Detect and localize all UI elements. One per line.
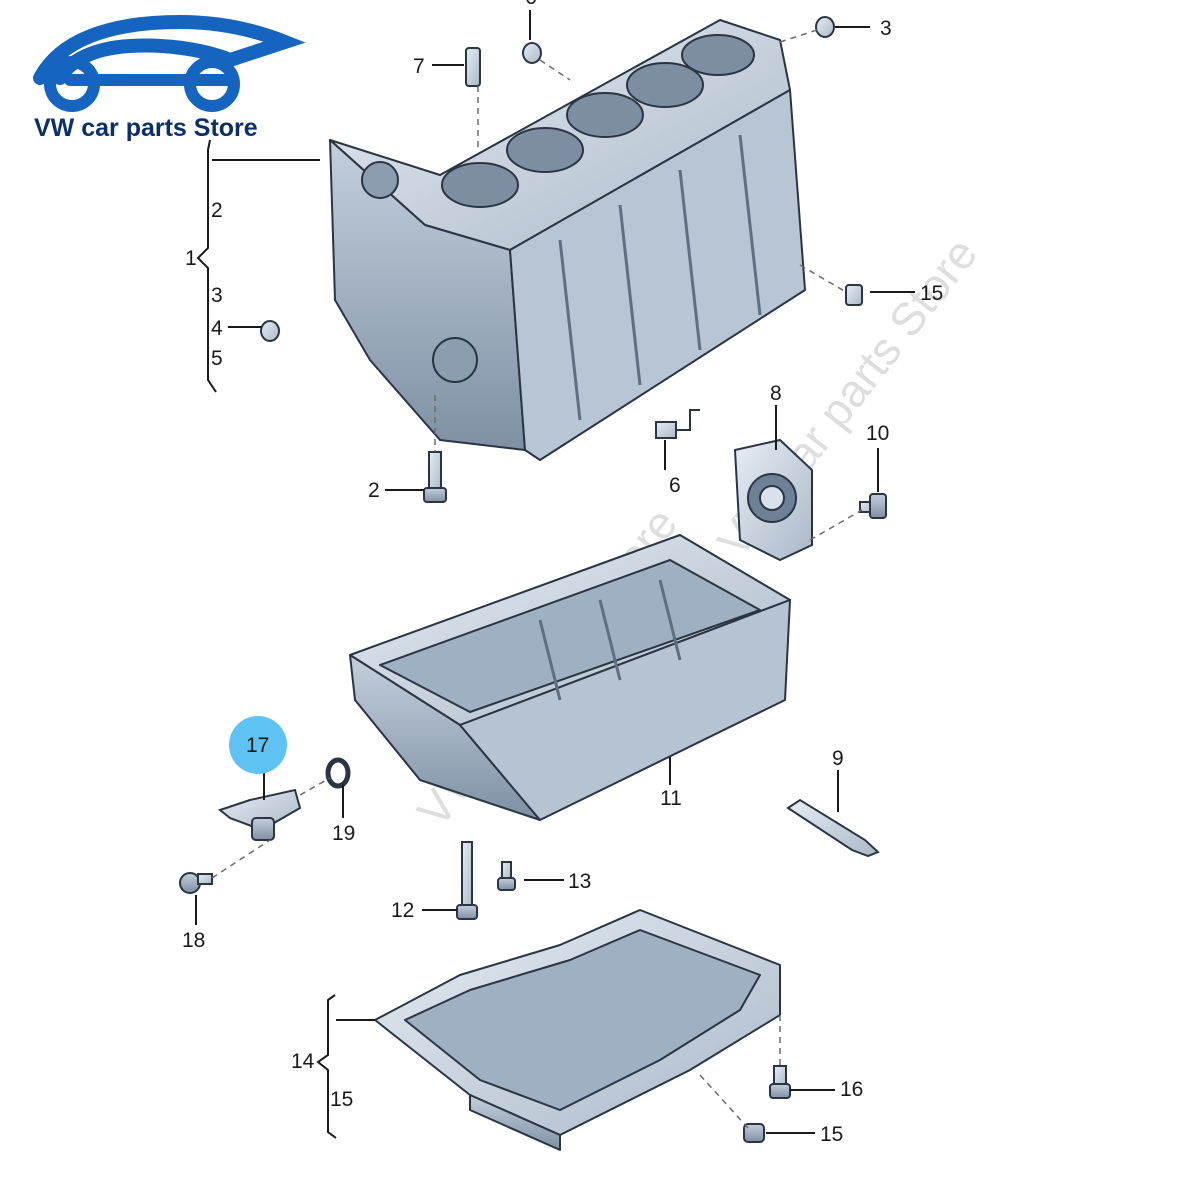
callout-3-bracket: 3 xyxy=(211,284,223,307)
callout-11: 11 xyxy=(660,787,682,810)
callout-3-top: 3 xyxy=(880,17,892,40)
part-14-lower-oil-pan xyxy=(374,909,781,1151)
part-3-plug-top xyxy=(815,16,835,38)
callout-17: 17 xyxy=(246,734,269,757)
part-6-sensor xyxy=(655,409,700,439)
part-9-sealant-tube xyxy=(786,798,880,858)
part-6-plug-top xyxy=(522,42,542,64)
part-13-bolt xyxy=(497,861,516,891)
part-19-seal-ring xyxy=(325,757,351,789)
callout-14: 14 xyxy=(291,1050,315,1073)
part-8-seal-flange xyxy=(733,438,813,562)
engine-block xyxy=(329,19,806,461)
cylinder-bore xyxy=(441,162,519,208)
callout-7: 7 xyxy=(413,55,425,78)
callout-10: 10 xyxy=(866,422,889,445)
callout-13: 13 xyxy=(568,870,591,893)
cylinder-bore xyxy=(566,92,644,138)
part-12-bolt xyxy=(456,841,478,920)
part-18-bolt xyxy=(179,872,213,894)
callout-9: 9 xyxy=(832,747,844,770)
callout-12: 12 xyxy=(391,899,414,922)
callout-19: 19 xyxy=(332,822,355,845)
dashed-assembly-lines xyxy=(211,29,863,1129)
part-17-oil-level-sensor xyxy=(217,788,302,841)
callout-2: 2 xyxy=(368,479,380,502)
part-11-upper-oil-pan xyxy=(349,534,791,821)
callout-15-drain: 15 xyxy=(820,1123,843,1146)
part-4-plug xyxy=(260,320,280,342)
store-name: VW car parts Store xyxy=(34,114,258,142)
callout-5: 5 xyxy=(211,347,223,370)
callout-labels: 6 3 7 2 1 3 4 5 15 2 6 8 10 11 9 17 19 1… xyxy=(182,0,943,1146)
part-10-bolt xyxy=(859,493,887,519)
callout-18: 18 xyxy=(182,929,205,952)
part-16-bolt xyxy=(769,1065,791,1099)
part-7-dowel xyxy=(465,47,481,87)
part-15-bolt-block xyxy=(845,284,863,306)
leader-lines xyxy=(195,10,915,1139)
part-15-drain-plug xyxy=(743,1123,765,1143)
block-port xyxy=(361,161,399,199)
cylinder-bore xyxy=(506,127,584,173)
part-2-bolt xyxy=(423,451,447,503)
callout-1: 1 xyxy=(185,247,197,270)
callout-6-top: 6 xyxy=(525,0,537,9)
store-logo: VW car parts Store xyxy=(33,14,306,142)
callout-15-block: 15 xyxy=(920,282,943,305)
block-port xyxy=(432,337,478,383)
cylinder-bore xyxy=(626,62,704,108)
callout-16: 16 xyxy=(840,1078,863,1101)
callout-6: 6 xyxy=(669,474,681,497)
callout-8: 8 xyxy=(770,382,782,405)
car-wrench-icon xyxy=(33,14,306,112)
cylinder-bore xyxy=(681,34,755,76)
callout-2-bracket: 2 xyxy=(211,199,223,222)
callout-4: 4 xyxy=(211,317,223,340)
callout-15-bracket: 15 xyxy=(330,1088,353,1111)
highlight-circle xyxy=(229,716,287,774)
